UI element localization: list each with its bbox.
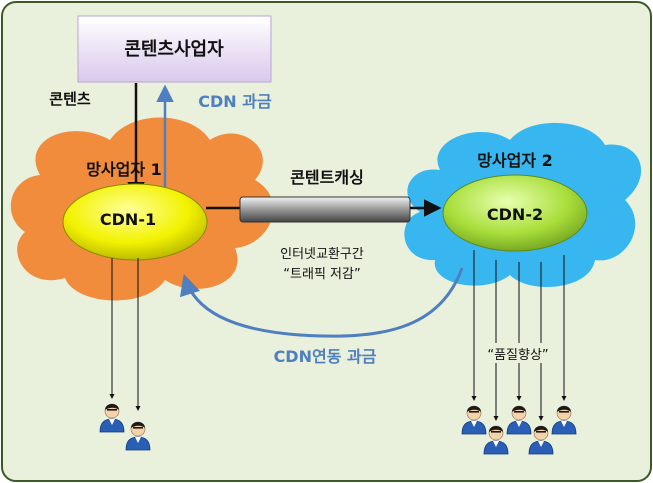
content-provider-label: 콘텐츠사업자	[124, 39, 224, 60]
isp2-label: 망사업자 2	[477, 151, 553, 170]
interconnect-pipe	[239, 196, 411, 223]
cdn1-node	[62, 183, 208, 261]
caching-label: 콘텐트캐싱	[290, 168, 364, 187]
content-provider-box	[77, 15, 272, 83]
quality-label-bg	[475, 343, 561, 363]
interconnect-label: 인터넷교환구간	[280, 247, 364, 262]
traffic-reduction-label: “트래픽 저감”	[283, 267, 360, 282]
cdn2-label: CDN-2	[487, 205, 543, 224]
quality-label: “품질향상”	[487, 348, 548, 363]
content-label: 콘텐츠	[49, 90, 91, 108]
cdn-charge-label: CDN 과금	[198, 92, 272, 111]
cdn2-node	[442, 174, 588, 252]
federation-charge-label: CDN연동 과금	[274, 347, 377, 366]
cdn1-label: CDN-1	[100, 210, 156, 229]
federation-charge-arrow	[180, 267, 464, 338]
isp1-label: 망사업자 1	[86, 160, 162, 179]
